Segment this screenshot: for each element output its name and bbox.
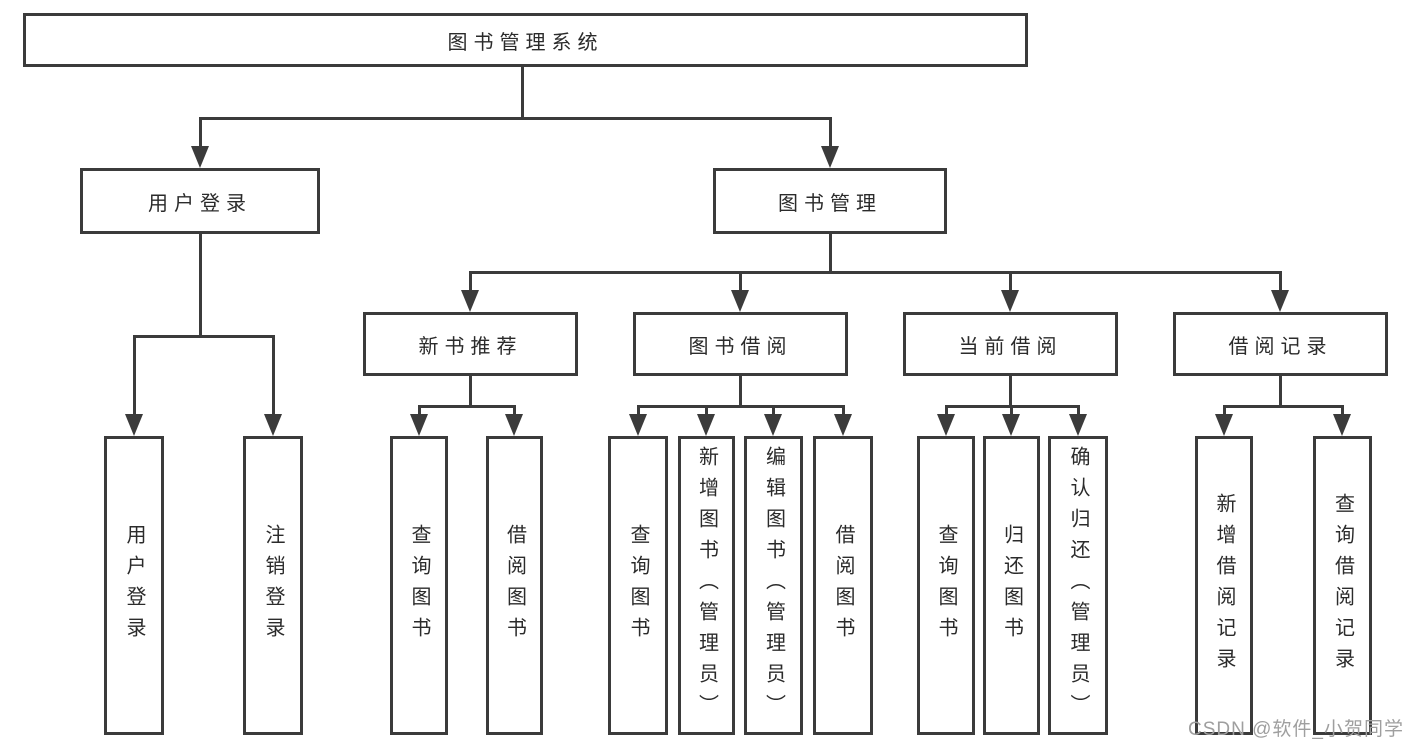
connector-line xyxy=(1009,376,1012,408)
connector-line xyxy=(1222,405,1344,408)
leaf-query-borrow-record-label: 查询借阅记录 xyxy=(1331,492,1354,679)
arrow-down-icon xyxy=(505,414,523,436)
connector-line xyxy=(704,405,708,417)
connector-line xyxy=(636,405,640,417)
arrow-down-icon xyxy=(937,414,955,436)
connector-line xyxy=(1076,405,1080,417)
leaf-confirm-return-admin: 确认归还（管理员） xyxy=(1048,436,1108,735)
connector-line xyxy=(417,405,421,417)
leaf-add-borrow-record-label: 新增借阅记录 xyxy=(1213,492,1235,679)
node-book-management-branch-label: 图书管理 xyxy=(778,192,882,215)
arrow-down-icon xyxy=(1069,414,1087,436)
leaf-add-borrow-record: 新增借阅记录 xyxy=(1195,436,1253,735)
connector-line xyxy=(469,376,472,408)
connector-line xyxy=(1279,376,1282,408)
leaf-borrow-books-2-label: 借阅图书 xyxy=(832,523,854,648)
connector-line xyxy=(1222,405,1226,417)
arrow-down-icon xyxy=(821,146,839,168)
arrow-down-icon xyxy=(629,414,647,436)
connector-line xyxy=(198,117,832,120)
connector-line xyxy=(271,335,275,415)
arrow-down-icon xyxy=(264,414,282,436)
connector-line xyxy=(132,335,136,415)
node-user-login-branch: 用户登录 xyxy=(80,168,320,234)
connector-line xyxy=(1009,271,1012,291)
leaf-query-books-3-label: 查询图书 xyxy=(935,523,957,648)
leaf-user-login: 用户登录 xyxy=(104,436,164,735)
arrow-down-icon xyxy=(1002,414,1020,436)
connector-line xyxy=(512,405,516,417)
csdn-watermark: CSDN @软件_小贺同学 xyxy=(1188,719,1404,740)
connector-line xyxy=(739,271,742,291)
leaf-query-borrow-record: 查询借阅记录 xyxy=(1313,436,1372,735)
leaf-user-login-label: 用户登录 xyxy=(123,523,145,648)
leaf-logout-label: 注销登录 xyxy=(262,523,284,648)
connector-line xyxy=(636,405,845,408)
leaf-borrow-books-1: 借阅图书 xyxy=(486,436,543,735)
leaf-borrow-books-2: 借阅图书 xyxy=(813,436,873,735)
leaf-return-books: 归还图书 xyxy=(983,436,1040,735)
connector-line xyxy=(132,335,275,338)
leaf-query-books-2-label: 查询图书 xyxy=(627,523,649,648)
leaf-confirm-return-admin-label: 确认归还（管理员） xyxy=(1067,446,1089,725)
arrow-down-icon xyxy=(731,290,749,312)
leaf-return-books-label: 归还图书 xyxy=(1000,523,1023,648)
leaf-logout: 注销登录 xyxy=(243,436,303,735)
connector-line xyxy=(1340,405,1344,417)
connector-line xyxy=(771,405,775,417)
node-new-book-recommend-label: 新书推荐 xyxy=(418,335,523,358)
connector-line xyxy=(520,67,524,117)
connector-line xyxy=(198,234,202,338)
node-book-borrow: 图书借阅 xyxy=(633,312,848,376)
connector-line xyxy=(828,234,832,274)
arrow-down-icon xyxy=(834,414,852,436)
leaf-add-books-admin: 新增图书（管理员） xyxy=(678,436,735,735)
connector-line xyxy=(828,117,832,147)
connector-line xyxy=(841,405,845,417)
leaf-query-books-3: 查询图书 xyxy=(917,436,975,735)
arrow-down-icon xyxy=(1215,414,1233,436)
arrow-down-icon xyxy=(191,146,209,168)
arrow-down-icon xyxy=(764,414,782,436)
leaf-edit-books-admin-label: 编辑图书（管理员） xyxy=(762,446,785,725)
leaf-borrow-books-1-label: 借阅图书 xyxy=(503,523,526,648)
arrow-down-icon xyxy=(461,290,479,312)
connector-line xyxy=(739,376,742,408)
leaf-query-books-1-label: 查询图书 xyxy=(408,523,430,648)
arrow-down-icon xyxy=(125,414,143,436)
node-root: 图书管理系统 xyxy=(23,13,1028,67)
connector-line xyxy=(469,271,1282,274)
connector-line xyxy=(1279,271,1282,291)
connector-line xyxy=(417,405,516,408)
arrow-down-icon xyxy=(1271,290,1289,312)
node-book-management-branch: 图书管理 xyxy=(713,168,947,234)
node-book-borrow-label: 图书借阅 xyxy=(688,335,793,358)
connector-line xyxy=(469,271,472,291)
arrow-down-icon xyxy=(410,414,428,436)
node-current-borrow-label: 当前借阅 xyxy=(958,335,1063,358)
node-borrow-records: 借阅记录 xyxy=(1173,312,1388,376)
leaf-edit-books-admin: 编辑图书（管理员） xyxy=(744,436,803,735)
leaf-query-books-1: 查询图书 xyxy=(390,436,448,735)
arrow-down-icon xyxy=(1333,414,1351,436)
node-root-label: 图书管理系统 xyxy=(447,31,604,54)
connector-line xyxy=(944,405,948,417)
node-current-borrow: 当前借阅 xyxy=(903,312,1118,376)
node-borrow-records-label: 借阅记录 xyxy=(1228,335,1333,358)
connector-line xyxy=(1009,405,1013,417)
node-user-login-branch-label: 用户登录 xyxy=(148,192,252,215)
leaf-query-books-2: 查询图书 xyxy=(608,436,668,735)
leaf-add-books-admin-label: 新增图书（管理员） xyxy=(695,446,718,725)
connector-line xyxy=(198,117,202,147)
arrow-down-icon xyxy=(697,414,715,436)
node-new-book-recommend: 新书推荐 xyxy=(363,312,578,376)
arrow-down-icon xyxy=(1001,290,1019,312)
